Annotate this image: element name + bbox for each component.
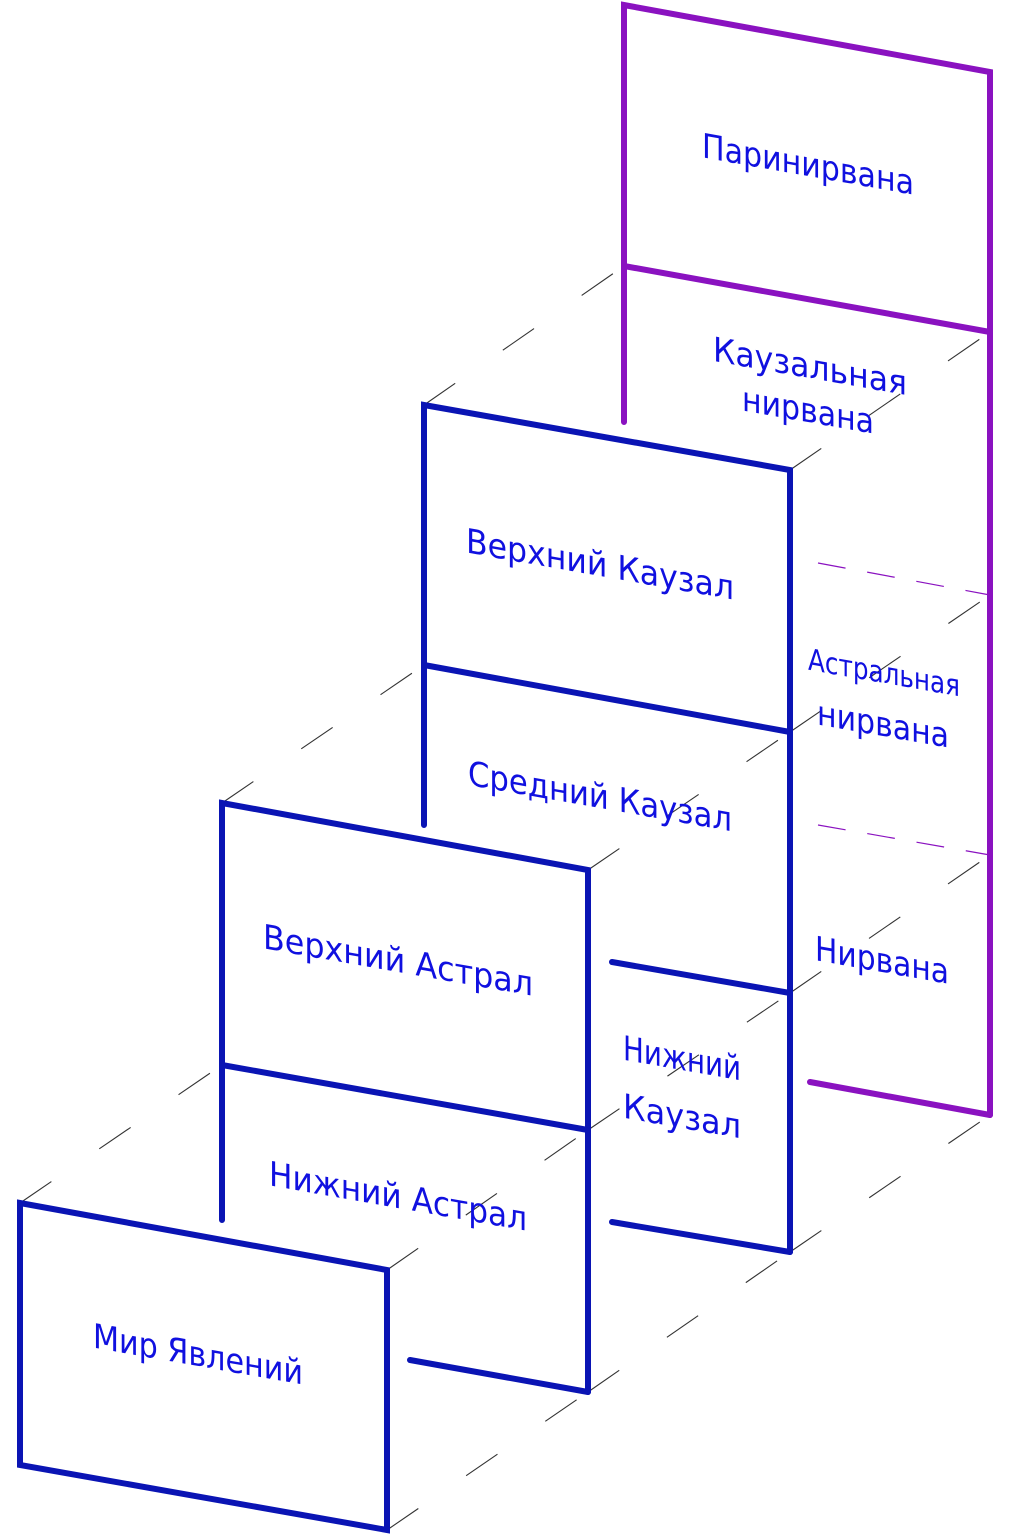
label-middle-causal: Средний Каузал — [468, 754, 732, 840]
label-lower-astral: Нижний Астрал — [269, 1154, 527, 1239]
label-nirvana: Нирвана — [815, 929, 949, 992]
label-lower-causal-1: Нижний — [623, 1029, 741, 1089]
astral-plane — [219, 799, 591, 1395]
label-parinirvana: Паринирвана — [702, 127, 914, 204]
label-lower-causal-2: Каузал — [623, 1087, 741, 1147]
physical-plane — [17, 1199, 390, 1534]
depth-guides — [19, 265, 991, 1531]
label-upper-causal: Верхний Каузал — [466, 522, 734, 609]
label-world-of-phenomena: Мир Явлений — [93, 1317, 303, 1394]
label-astral-nirvana-2: нирвана — [817, 694, 949, 757]
causal-plane — [421, 401, 793, 1255]
nirvana-plane — [621, 1, 993, 1118]
label-upper-astral: Верхний Астрал — [263, 917, 533, 1004]
